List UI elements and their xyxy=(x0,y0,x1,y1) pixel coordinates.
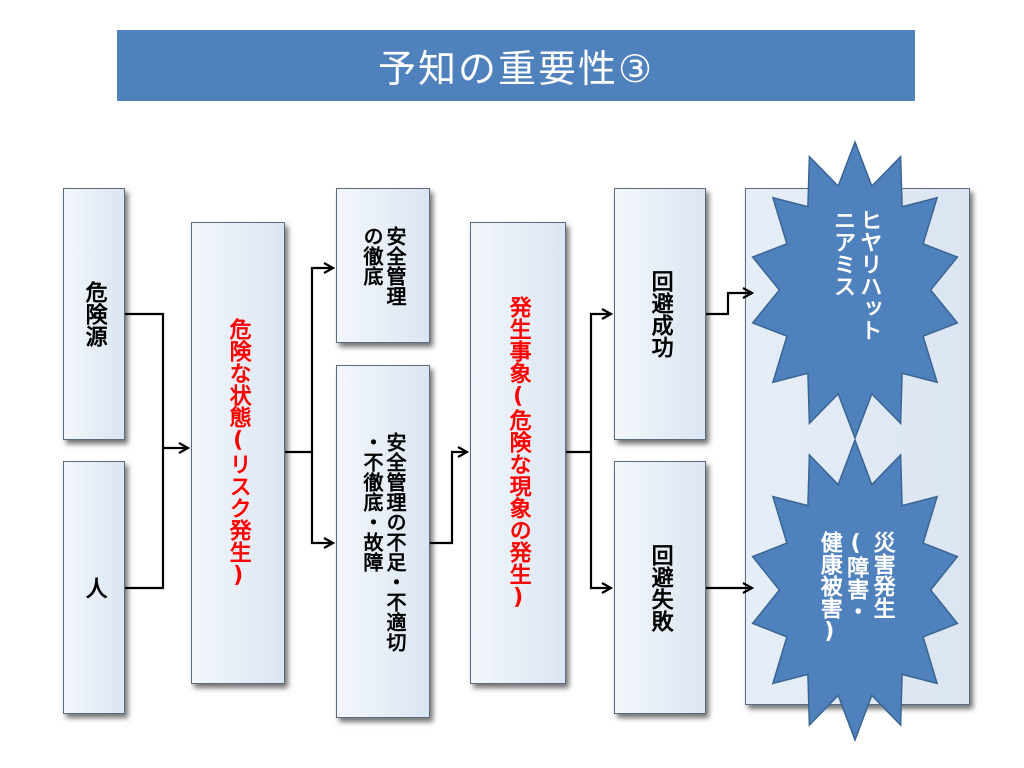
box-occurrence: 発生事象(危険な現象の発生) xyxy=(470,222,566,684)
arrow-to-occurrence xyxy=(430,452,467,545)
connector-state-split xyxy=(285,268,333,454)
box-avoid-success-label: 回避成功 xyxy=(647,270,673,358)
page-title: 予知の重要性③ xyxy=(117,30,915,101)
box-safety-insufficient: 安全管理の不足・不適切 ・不徹底・故障 xyxy=(336,365,430,718)
near-miss-text: ヒヤリハット ニアミス xyxy=(830,209,882,341)
box-person: 人 xyxy=(63,461,125,714)
box-hazard-source: 危険源 xyxy=(63,188,125,440)
box-avoid-failure-label: 回避失敗 xyxy=(647,543,673,632)
connector-hazard xyxy=(125,312,165,448)
box-safety-thorough: 安全管理 の徹底 xyxy=(336,188,430,343)
box-safety-thorough-label: 安全管理 の徹底 xyxy=(360,225,407,306)
arrow-to-avoid-failure xyxy=(589,452,611,588)
box-hazard-source-label: 危険源 xyxy=(81,281,107,347)
box-safety-insufficient-label: 安全管理の不足・不適切 ・不徹底・故障 xyxy=(360,431,407,652)
box-person-label: 人 xyxy=(81,576,107,599)
near-miss-star-label: ヒヤリハット ニアミス xyxy=(775,190,935,360)
box-avoid-success: 回避成功 xyxy=(614,188,706,440)
box-dangerous-state: 危険な状態(リスク発生) xyxy=(191,222,285,684)
disaster-star-label: 災害発生 (障害・ 健康被害) xyxy=(775,500,935,675)
box-dangerous-state-label: 危険な状態(リスク発生) xyxy=(225,318,251,588)
arrow-to-safety-insufficient xyxy=(310,452,333,543)
box-avoid-failure: 回避失敗 xyxy=(614,461,706,714)
box-occurrence-label: 発生事象(危険な現象の発生) xyxy=(505,296,531,610)
disaster-text: 災害発生 (障害・ 健康被害) xyxy=(816,531,895,644)
connector-occurrence-split xyxy=(566,314,611,454)
connector-person xyxy=(125,448,165,590)
